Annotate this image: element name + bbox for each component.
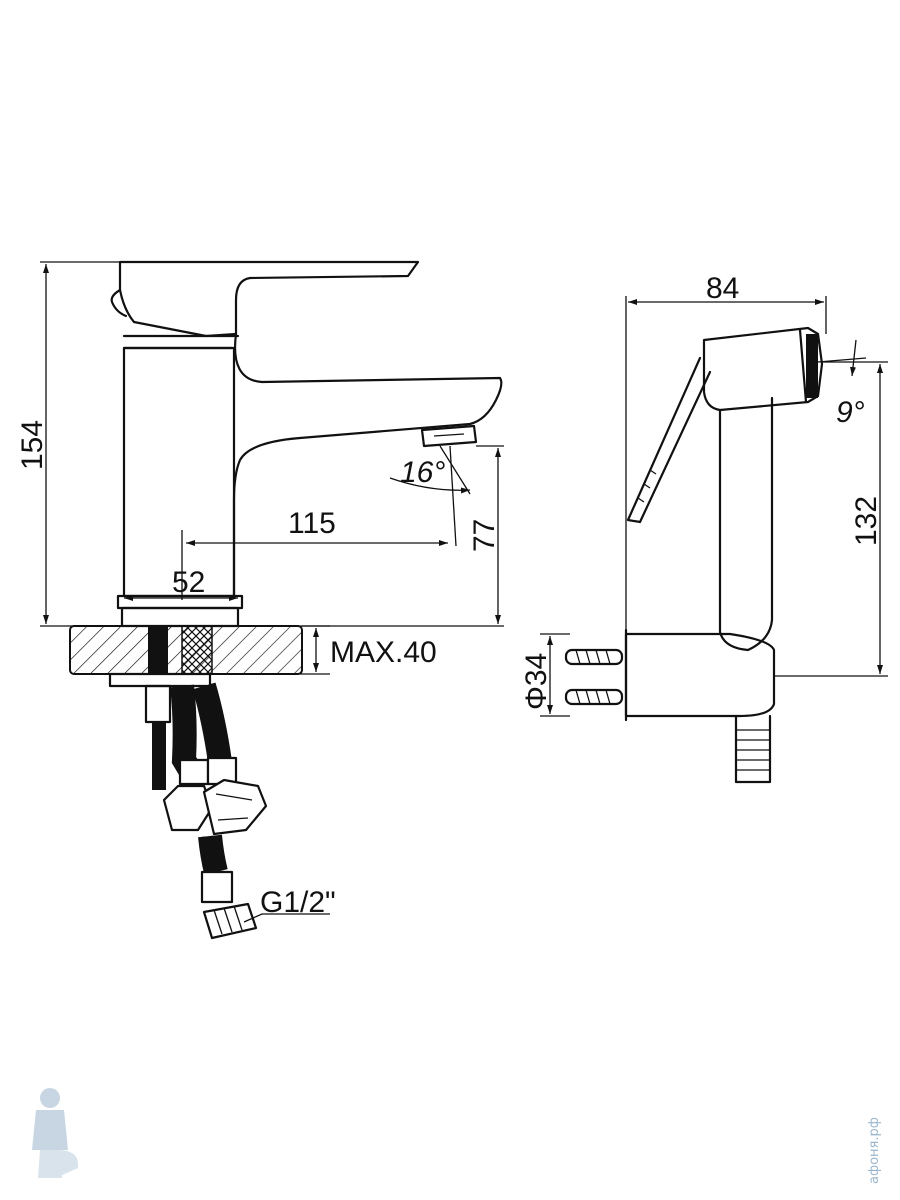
label-connection-thread: G1/2" xyxy=(260,886,336,919)
label-shower-length: 84 xyxy=(706,272,739,305)
wall-holder xyxy=(624,632,776,718)
shower-head xyxy=(702,326,824,412)
aerator xyxy=(420,424,478,448)
threaded-stud xyxy=(152,722,166,790)
hex-nut-right xyxy=(202,778,268,836)
spout xyxy=(232,332,503,598)
shower-nozzle xyxy=(806,334,818,398)
faucet-side-view xyxy=(69,260,503,940)
label-spout-reach: 115 xyxy=(288,507,336,540)
label-countertop-max: MAX.40 xyxy=(330,636,437,669)
label-shower-height: 132 xyxy=(850,496,883,546)
watermark-text: афоня.рф xyxy=(867,1117,882,1184)
faucet-dimensions: 154 115 52 77 16° MAX.40 G1/2" xyxy=(16,261,504,923)
wall-anchors xyxy=(564,648,624,706)
g-half-inch-fitting xyxy=(202,902,258,940)
label-holder-diameter: Φ34 xyxy=(520,653,553,710)
label-spout-angle: 16° xyxy=(400,456,445,489)
shower-trigger xyxy=(626,356,712,524)
fixing-plate xyxy=(108,672,212,688)
shower-dimensions: 84 132 9° Φ34 xyxy=(520,272,888,717)
shower-hose-fitting xyxy=(734,714,772,784)
shower-handle xyxy=(718,396,774,652)
label-spout-height: 77 xyxy=(468,519,501,552)
label-shower-angle: 9° xyxy=(836,396,865,429)
label-total-height: 154 xyxy=(16,420,49,470)
lever-handle xyxy=(118,260,420,338)
hygienic-shower-view xyxy=(564,326,824,784)
watermark-logo xyxy=(32,1088,79,1178)
faucet-body xyxy=(122,346,236,598)
label-base-diameter: 52 xyxy=(172,566,205,599)
